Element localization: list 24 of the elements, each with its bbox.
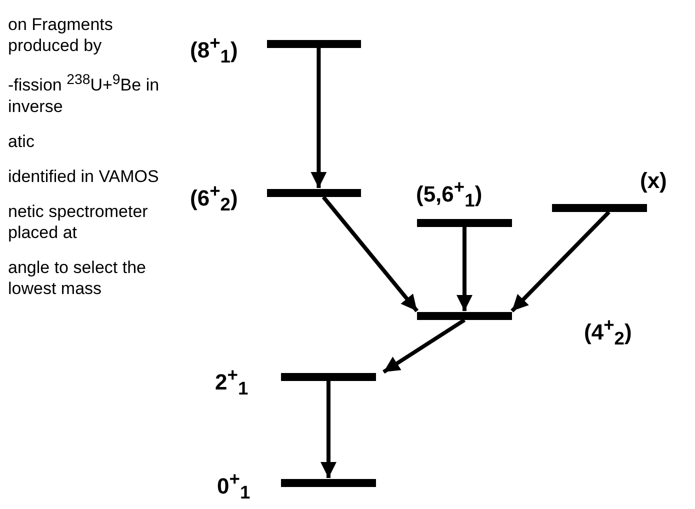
transition-arrow bbox=[382, 318, 466, 374]
transition-arrow bbox=[322, 196, 419, 312]
spin-label: (x) bbox=[640, 168, 667, 194]
level-bar bbox=[552, 204, 647, 212]
slide-text: netic spectrometer placed at bbox=[8, 200, 149, 243]
level-bar bbox=[281, 373, 376, 381]
slide-text: atic bbox=[8, 130, 36, 152]
level-bar bbox=[267, 189, 361, 197]
transition-arrow bbox=[456, 227, 472, 311]
level-bar bbox=[281, 479, 376, 487]
transition-arrow bbox=[310, 48, 327, 188]
level-bar bbox=[417, 312, 512, 320]
level-bar bbox=[267, 40, 361, 48]
slide-text: on Fragments produced by bbox=[8, 14, 114, 56]
spin-label: (5,6$^{+}$$_{1}$) bbox=[416, 175, 482, 213]
slide-text: angle to select the lowest mass bbox=[8, 256, 147, 299]
slide-text: -fission $^{238}$U+$^{9}$Be in inverse bbox=[8, 71, 160, 117]
spin-label: (8$^{+}$$_{1}$) bbox=[190, 31, 238, 69]
level-bar bbox=[417, 219, 512, 227]
transition-arrow bbox=[510, 210, 610, 312]
spin-label: (6$^{+}$$_{2}$) bbox=[190, 179, 238, 217]
transition-arrow bbox=[320, 381, 336, 478]
spin-label: (4$^{+}$$_{2}$) bbox=[584, 313, 632, 351]
slide-text: identified in VAMOS bbox=[8, 166, 160, 187]
